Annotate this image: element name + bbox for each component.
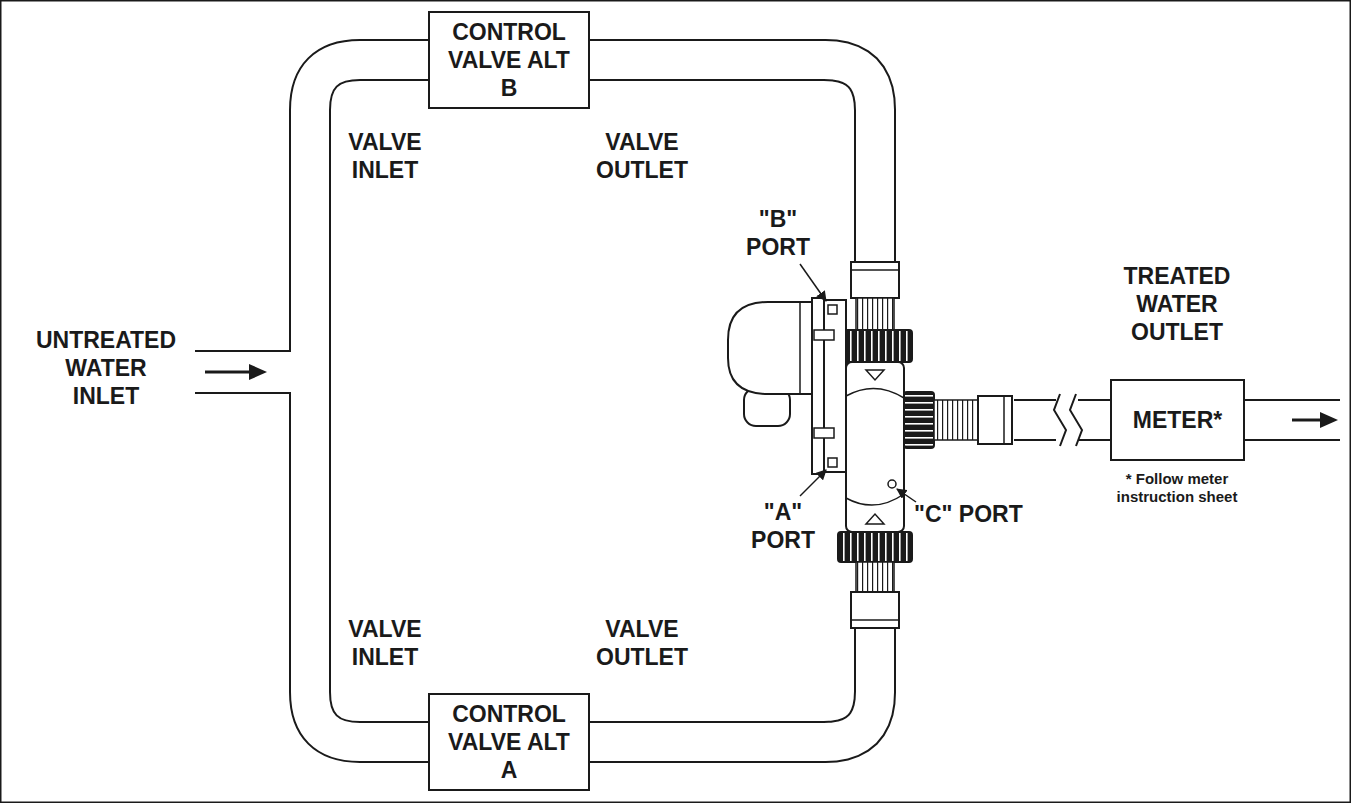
arrow-head (249, 364, 267, 380)
adapter-collar (851, 269, 899, 271)
port-a (828, 458, 837, 467)
leader-lines (800, 264, 916, 502)
port-b (828, 305, 837, 314)
port-label: "C" PORT (914, 500, 1023, 528)
break-line (1070, 394, 1082, 446)
flow-mark (866, 514, 884, 524)
valve-port-label: VALVE INLET (348, 128, 421, 184)
tee-opening (287, 352, 292, 392)
footnote: * Follow meter instruction sheet (1112, 470, 1242, 506)
supply-pipe (310, 60, 428, 742)
actuator-housing (728, 302, 812, 394)
tee-body (846, 362, 904, 532)
inlet-pipe (195, 351, 292, 393)
arrow-shaft (1292, 419, 1322, 422)
arrow-shaft (205, 371, 252, 374)
meter-box: METER* (1110, 379, 1245, 461)
control-valve-box: CONTROL VALVE ALT A (428, 693, 590, 791)
leader-line (800, 264, 826, 301)
thread (934, 400, 978, 440)
mount-plate (824, 300, 846, 472)
coupling-nut (904, 392, 934, 448)
coupling-nut (838, 330, 912, 362)
control-valve-box: CONTROL VALVE ALT B (428, 11, 590, 109)
pipe-adapter (851, 592, 899, 628)
outlet-label: TREATED WATER OUTLET (1124, 262, 1231, 346)
box-text: CONTROL VALVE ALT B (444, 18, 574, 102)
flow-arrow (205, 364, 267, 380)
flow-mark (866, 370, 884, 380)
outlet-pipe (1245, 400, 1340, 440)
leader-line (800, 470, 826, 496)
arrow-head (1320, 412, 1338, 428)
pipe-wall (1245, 400, 1340, 440)
valve-port-label: VALVE OUTLET (596, 128, 688, 184)
port-c (888, 480, 896, 488)
pipe-adapter (978, 396, 1012, 444)
body-seam (846, 494, 904, 505)
port-label: "B" PORT (746, 205, 810, 261)
box-text: METER* (1133, 406, 1222, 434)
break-line (1054, 394, 1066, 446)
housing-seam (799, 302, 801, 394)
mount-plate (812, 298, 824, 474)
inlet-label: UNTREATED WATER INLET (36, 326, 176, 410)
valve-port-label: VALVE INLET (348, 615, 421, 671)
pipe-wall (195, 351, 290, 393)
leader-line (897, 489, 916, 502)
body-seam (846, 388, 904, 398)
pipe-bore (310, 60, 428, 742)
pipes (590, 60, 1110, 742)
pipe-break (1054, 394, 1082, 446)
thread (856, 562, 894, 592)
adapter-collar (1003, 396, 1005, 444)
valve-actuator (728, 298, 896, 488)
valve-port-label: VALVE OUTLET (596, 615, 688, 671)
port-label: "A" PORT (751, 498, 815, 554)
valve-body (838, 262, 1014, 628)
thread (856, 298, 894, 330)
adapter-collar (851, 619, 899, 621)
clip (814, 428, 834, 438)
box-text: CONTROL VALVE ALT A (444, 700, 574, 784)
clip (814, 330, 834, 340)
pipe-adapter (851, 262, 899, 298)
pipe-wall (310, 60, 428, 742)
coupling-nut (838, 532, 912, 562)
